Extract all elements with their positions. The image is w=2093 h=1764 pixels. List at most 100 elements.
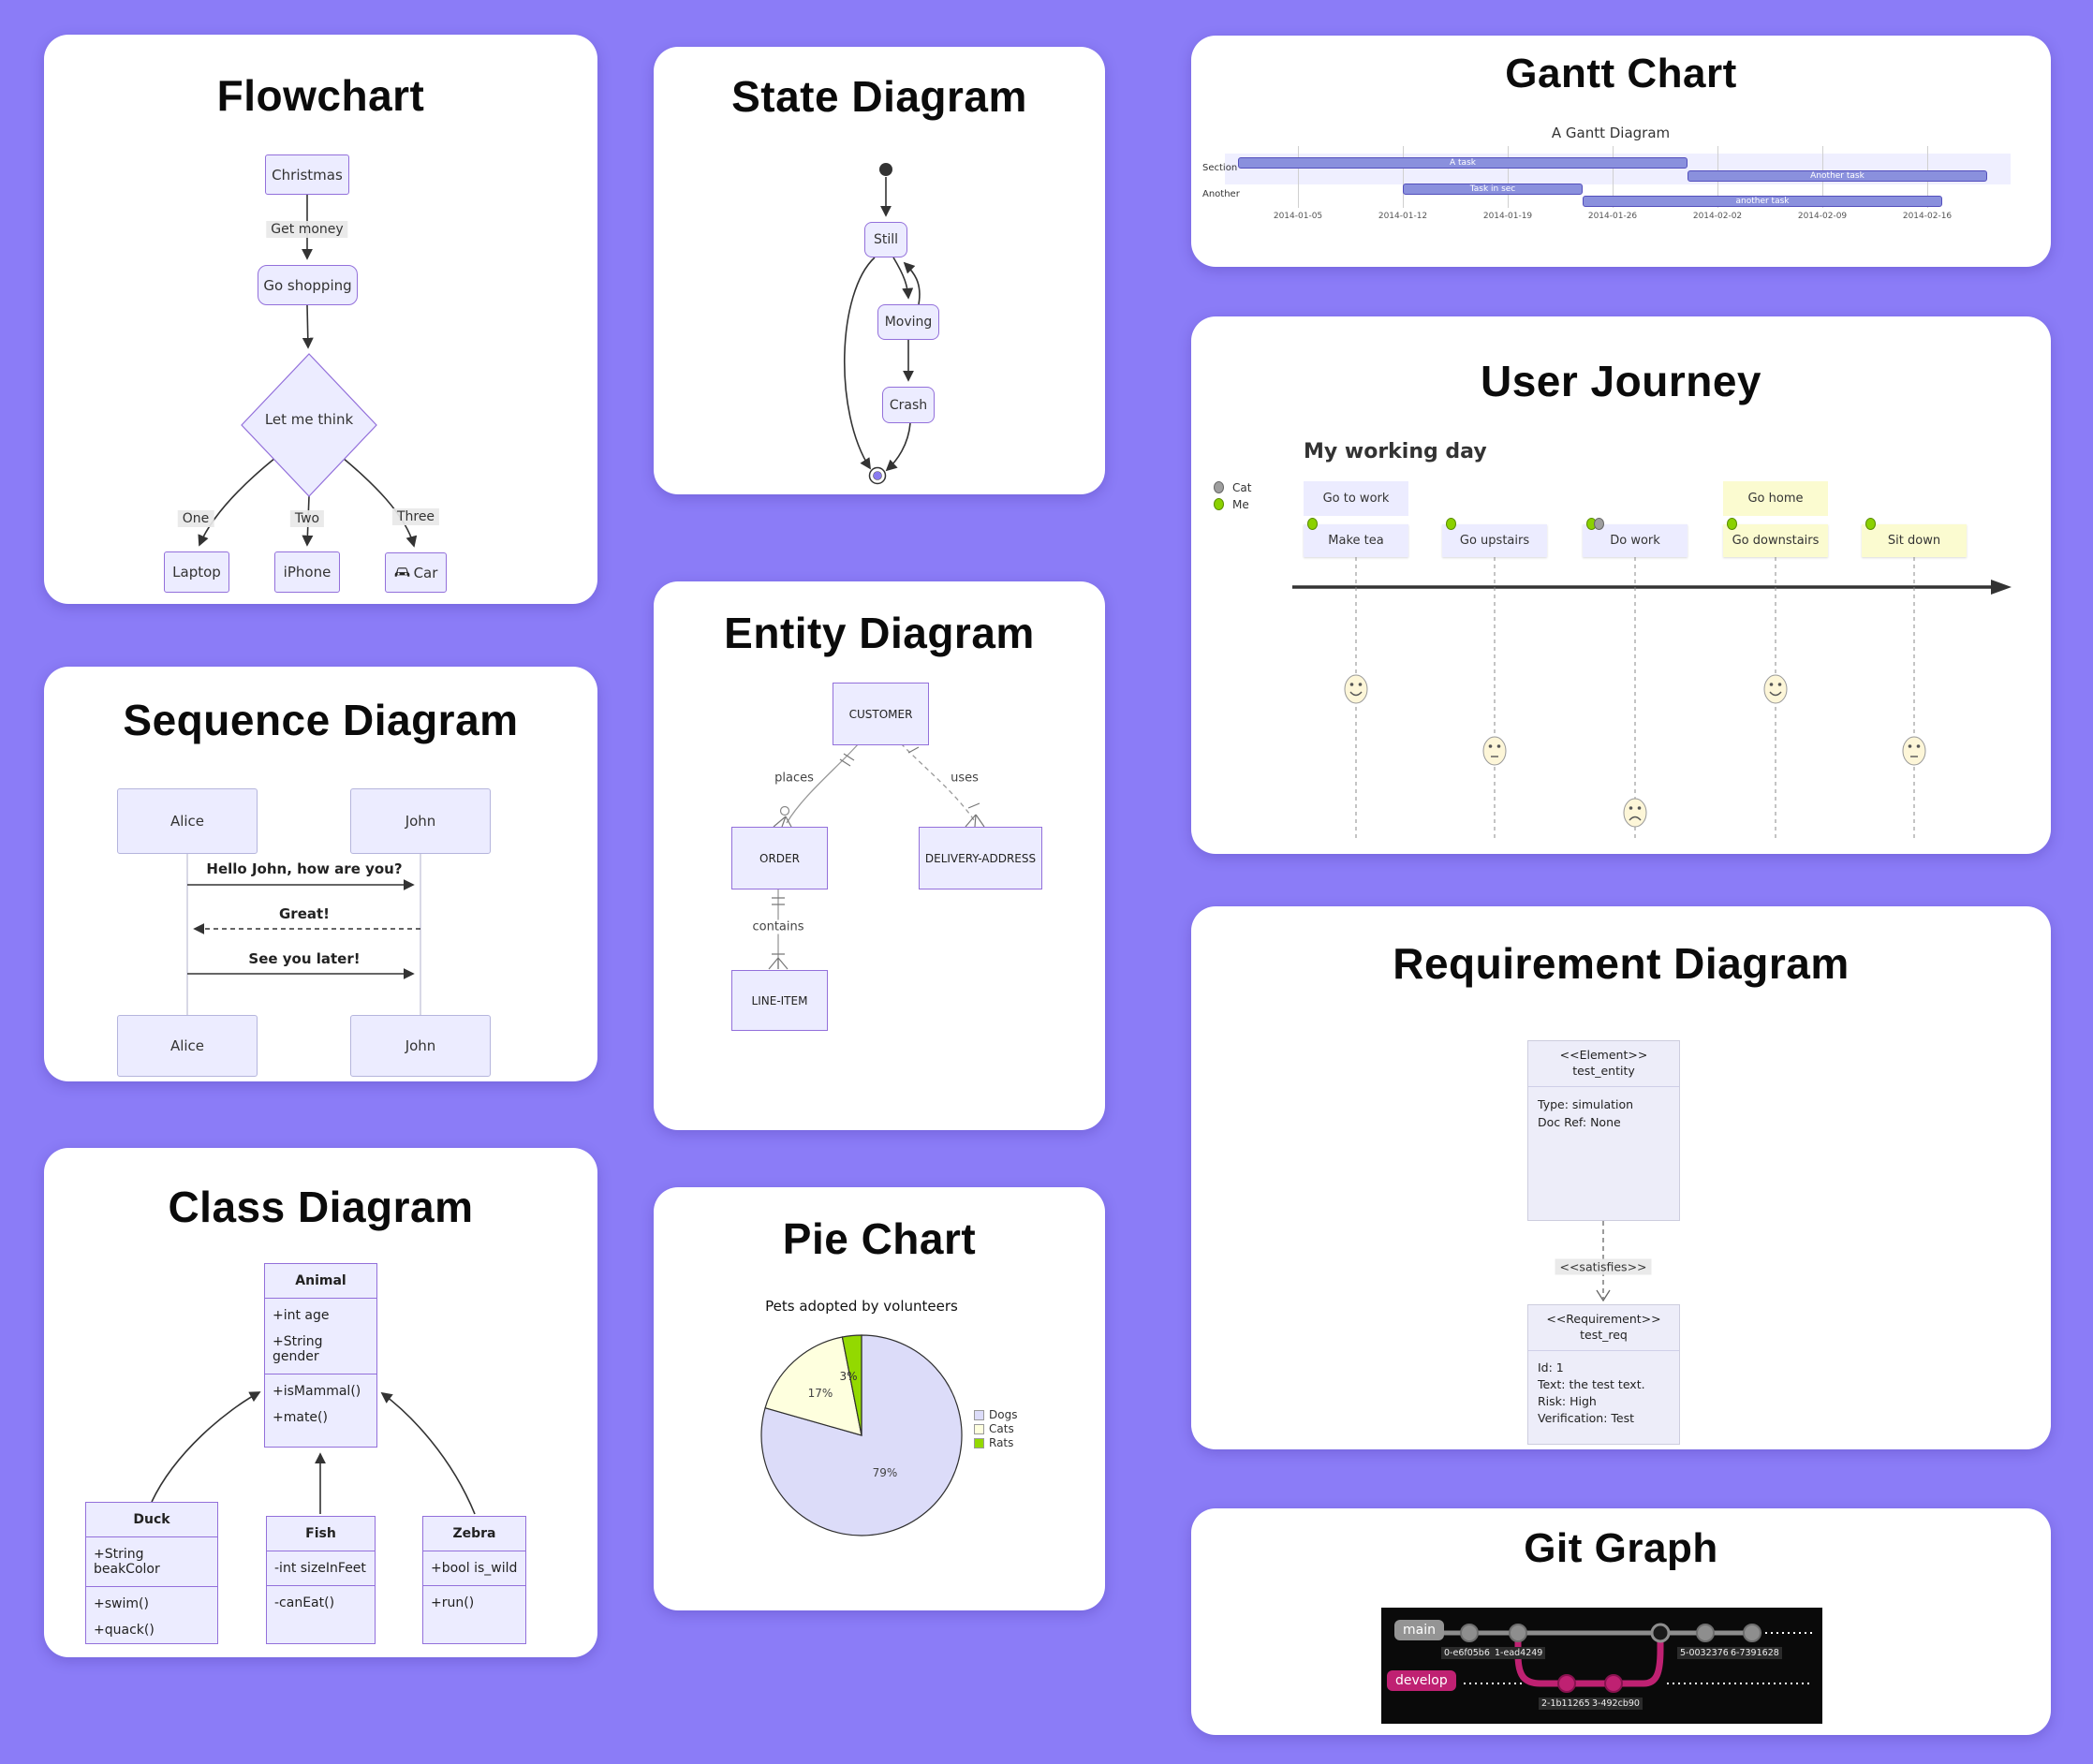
gantt-bar-a-task: A task (1238, 157, 1688, 169)
branch-label-develop: develop (1387, 1670, 1456, 1691)
gantt-bar-another-task: Another task (1688, 170, 1987, 182)
edge-label-two: Two (289, 510, 325, 527)
gantt-chart-card: Gantt Chart A Gantt Diagram A task Anoth… (1191, 36, 2051, 267)
commit-label-c5: 5-0032376 (1677, 1647, 1732, 1659)
gantt-axis-tick: 2014-01-19 (1482, 212, 1533, 221)
actor-dot-me (1865, 518, 1876, 530)
element-type: Type: simulation (1538, 1096, 1634, 1111)
req-text: Text: the test text. (1538, 1376, 1645, 1391)
legend-label-dogs: Dogs (989, 1408, 1018, 1421)
satisfies-label: <<satisfies>> (1555, 1258, 1652, 1275)
legend-dot-cat (1214, 481, 1224, 493)
state-still: Still (864, 222, 907, 257)
face-neutral (1482, 736, 1507, 766)
initial-state-dot (879, 163, 892, 176)
class-name: Zebra (423, 1517, 525, 1551)
class-attr: +String beakColor (94, 1547, 160, 1577)
face-smile (1763, 674, 1788, 704)
pie-pct-cats: 17% (807, 1387, 833, 1400)
actor-dot-cat (1594, 518, 1604, 530)
req-verification: Verification: Test (1538, 1411, 1635, 1426)
git-card-title: Git Graph (1524, 1525, 1718, 1571)
actor-dot-me (1727, 518, 1737, 530)
journey-subtitle: My working day (1304, 440, 1487, 463)
requirement-card-title: Requirement Diagram (1393, 939, 1850, 988)
class-attr: +bool is_wild (431, 1561, 518, 1576)
class-name: Animal (265, 1264, 376, 1299)
gantt-section-label-2: Another (1202, 189, 1240, 199)
legend-swatch-dogs (974, 1410, 984, 1420)
commit-dot-c5 (1696, 1624, 1715, 1642)
gantt-axis-tick: 2014-02-02 (1692, 212, 1743, 221)
gantt-axis-tick: 2014-02-09 (1797, 212, 1848, 221)
class-diagram-card: Class Diagram Animal +int age +String ge… (44, 1148, 597, 1657)
flowchart-node-laptop: Laptop (164, 551, 229, 593)
relation-uses: uses (948, 771, 981, 786)
pie-chart-subtitle: Pets adopted by volunteers (765, 1298, 958, 1315)
edge-label-one: One (177, 510, 214, 527)
face-smile (1344, 674, 1368, 704)
commit-dot-c0 (1460, 1624, 1479, 1642)
actor-dot-me (1307, 518, 1318, 530)
final-state-inner (873, 471, 882, 480)
legend-label-cat: Cat (1232, 481, 1252, 494)
entity-card-title: Entity Diagram (724, 609, 1035, 657)
journey-task-go-upstairs: Go upstairs (1442, 524, 1547, 557)
flowchart-node-car: Car (385, 552, 447, 593)
gantt-axis-tick: 2014-02-16 (1902, 212, 1953, 221)
element-name: test_entity (1572, 1063, 1635, 1078)
legend-swatch-cats (974, 1424, 984, 1434)
flowchart-node-car-label: Car (413, 564, 438, 581)
element-stereotype: <<Element>> (1559, 1048, 1648, 1062)
element-docref: Doc Ref: None (1538, 1115, 1621, 1130)
gantt-card-title: Gantt Chart (1505, 51, 1737, 96)
flowchart-card-title: Flowchart (216, 71, 425, 120)
final-state-outer (868, 466, 887, 485)
actor-alice-top: Alice (117, 788, 258, 854)
face-neutral (1902, 736, 1926, 766)
requirement-diagram-card: Requirement Diagram <<Element>> test_ent… (1191, 906, 2051, 1449)
class-method: +mate() (273, 1410, 328, 1425)
flowchart-node-iphone: iPhone (274, 551, 340, 593)
git-graph-panel: main develop 0-e6f05b6 1-ead4249 5-00323… (1381, 1608, 1822, 1724)
user-journey-card: User Journey My working day Cat Me Go to… (1191, 316, 2051, 854)
req-id: Id: 1 (1538, 1360, 1564, 1374)
flowchart-node-christmas: Christmas (265, 154, 349, 195)
entity-line-item: LINE-ITEM (731, 970, 828, 1031)
class-method: +swim() (94, 1596, 149, 1611)
req-risk: Risk: High (1538, 1394, 1597, 1408)
class-method: +quack() (94, 1623, 155, 1638)
requirement-req-box: <<Requirement>> test_req Id: 1 Text: the… (1527, 1304, 1680, 1445)
journey-task-go-downstairs: Go downstairs (1723, 524, 1828, 557)
entity-delivery-address: DELIVERY-ADDRESS (919, 827, 1042, 889)
message-1: Hello John, how are you? (206, 860, 403, 877)
actor-john-top: John (350, 788, 491, 854)
entity-customer: CUSTOMER (833, 683, 929, 745)
relation-contains: contains (749, 919, 807, 934)
actor-john-bottom: John (350, 1015, 491, 1077)
entity-order: ORDER (731, 827, 828, 889)
journey-section-go-home: Go home (1723, 481, 1828, 516)
gantt-section-label-1: Section (1202, 163, 1238, 173)
branch-label-main: main (1394, 1620, 1444, 1640)
legend-swatch-rats (974, 1438, 984, 1448)
class-animal: Animal +int age +String gender +isMammal… (264, 1263, 377, 1448)
flowchart-node-go-shopping: Go shopping (258, 265, 358, 305)
class-attr: -int sizeInFeet (274, 1561, 366, 1576)
class-fish: Fish -int sizeInFeet -canEat() (266, 1516, 376, 1644)
commit-label-c6: 6-7391628 (1728, 1647, 1782, 1659)
class-duck: Duck +String beakColor +swim() +quack() (85, 1502, 218, 1644)
requirement-element-box: <<Element>> test_entity Type: simulation… (1527, 1040, 1680, 1221)
gantt-subtitle: A Gantt Diagram (1551, 125, 1671, 141)
state-moving: Moving (877, 304, 939, 340)
commit-label-c3: 3-492cb90 (1589, 1698, 1643, 1710)
class-method: +isMammal() (273, 1384, 361, 1399)
journey-task-sit-down: Sit down (1862, 524, 1967, 557)
actor-alice-bottom: Alice (117, 1015, 258, 1077)
merge-commit-dot (1650, 1623, 1671, 1643)
class-name: Duck (86, 1503, 217, 1537)
git-graph-card: Git Graph main develop 0-e6f05b6 1-ead42… (1191, 1508, 2051, 1735)
commit-label-c2: 2-1b11265 (1539, 1698, 1593, 1710)
gantt-axis-tick: 2014-01-12 (1378, 212, 1428, 221)
